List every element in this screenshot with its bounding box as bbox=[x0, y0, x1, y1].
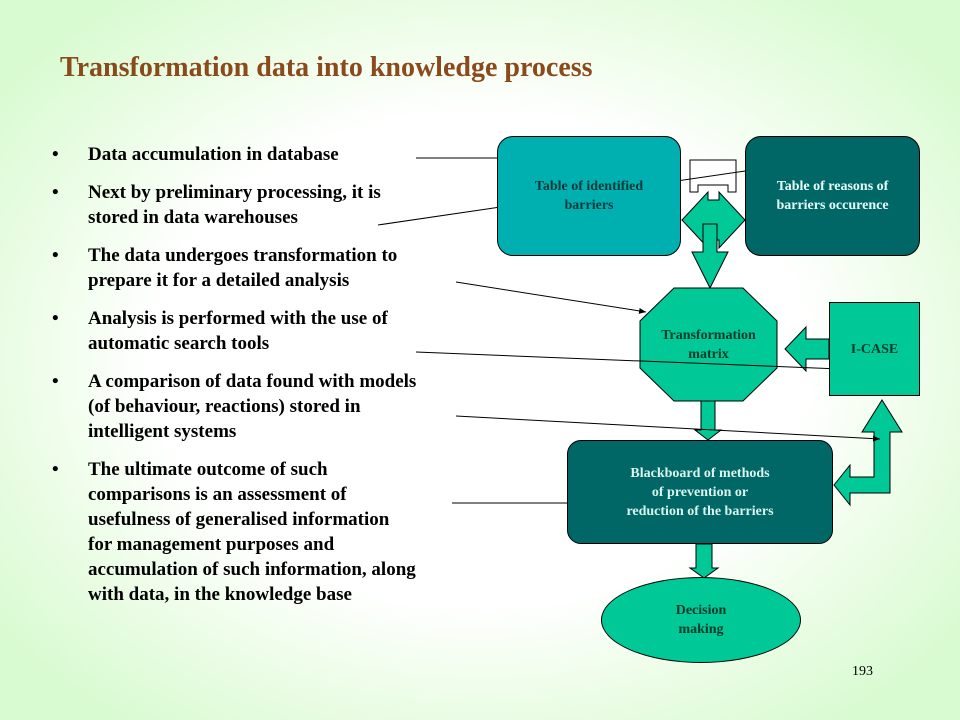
bullet-marker: • bbox=[52, 308, 59, 329]
decision-making-ellipse: Decision making bbox=[601, 577, 801, 663]
bullet-item: • A comparison of data found with models … bbox=[52, 369, 522, 444]
down-arrow-to-matrix bbox=[691, 223, 729, 290]
pointer-line-5 bbox=[455, 415, 881, 442]
down-arrow-to-blackboard bbox=[693, 400, 723, 441]
bullet-text: Analysis is performed with the use of au… bbox=[88, 308, 388, 354]
bullet-marker: • bbox=[52, 371, 59, 392]
down-arrow-to-decision bbox=[688, 543, 720, 579]
bullet-item: • Data accumulation in database bbox=[52, 142, 522, 167]
bullet-text: A comparison of data found with models (… bbox=[88, 371, 417, 442]
pointer-line-4 bbox=[415, 351, 841, 372]
bullet-text: The data undergoes transformation to pre… bbox=[88, 245, 398, 291]
table-reasons-of-barriers: Table of reasons of barriers occurence bbox=[745, 136, 920, 256]
bullet-marker: • bbox=[52, 182, 59, 203]
transformation-matrix-label: Transformation matrix bbox=[661, 327, 756, 362]
bent-arrow-to-icase bbox=[833, 399, 903, 507]
bullet-marker: • bbox=[52, 459, 59, 480]
bullet-text: The ultimate outcome of such comparisons… bbox=[88, 459, 416, 605]
slide-title: Transformation data into knowledge proce… bbox=[60, 52, 593, 83]
slide-number: 193 bbox=[852, 664, 873, 679]
bullet-text: Next by preliminary processing, it is st… bbox=[88, 182, 381, 228]
bullet-item: • Next by preliminary processing, it is s… bbox=[52, 180, 522, 230]
bullet-list: • Data accumulation in database • Next by … bbox=[52, 142, 522, 620]
left-arrow-from-icase bbox=[784, 325, 830, 373]
transformation-matrix-octagon bbox=[639, 287, 778, 402]
blackboard-box: Blackboard of methods of prevention or r… bbox=[567, 440, 833, 544]
icase-box: I-CASE bbox=[829, 302, 920, 396]
bullet-marker: • bbox=[52, 245, 59, 266]
table-identified-barriers: Table of identified barriers bbox=[497, 136, 681, 256]
bullet-item: • Analysis is performed with the use of a… bbox=[52, 306, 522, 356]
bullet-item: • The ultimate outcome of such comparison… bbox=[52, 457, 522, 607]
pointer-line-3 bbox=[455, 281, 647, 314]
bullet-text: Data accumulation in database bbox=[88, 144, 339, 165]
bullet-item: • The data undergoes transformation to pr… bbox=[52, 243, 522, 293]
bullet-marker: • bbox=[52, 144, 59, 165]
